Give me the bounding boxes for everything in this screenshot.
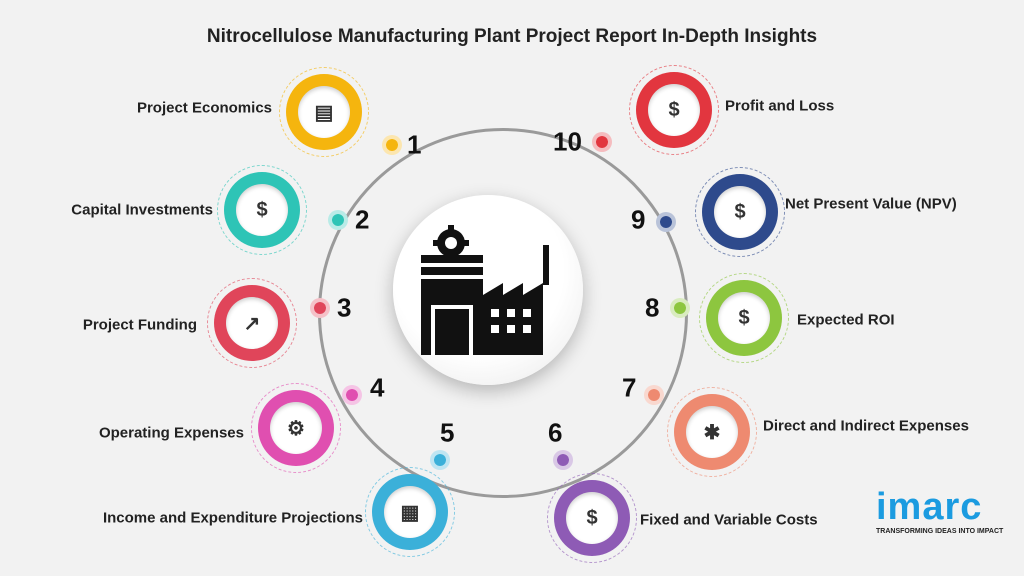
- dollar-arrows-icon: $: [648, 84, 700, 136]
- step-number: 6: [548, 417, 563, 448]
- report-chart-icon: ▤: [298, 86, 350, 138]
- step-number: 4: [370, 372, 385, 403]
- timeline-dot: [656, 212, 676, 232]
- receipt-dollar-badge: $: [547, 473, 637, 563]
- step-number: 7: [622, 372, 637, 403]
- step-label: Project Economics: [136, 99, 272, 117]
- step-label: Direct and Indirect Expenses: [763, 417, 969, 435]
- money-bag-clipboard-icon: $: [714, 186, 766, 238]
- timeline-dot: [310, 298, 330, 318]
- dollar-gear-icon: ⚙: [270, 402, 322, 454]
- step-label: Income and Expenditure Projections: [102, 509, 363, 527]
- center-circle: [393, 195, 583, 385]
- money-bag-clipboard-badge: $: [695, 167, 785, 257]
- step-label: Capital Investments: [71, 201, 213, 219]
- presentation-board-badge: ▦: [365, 467, 455, 557]
- report-chart-badge: ▤: [279, 67, 369, 157]
- timeline-dot: [342, 385, 362, 405]
- timeline-dot: [430, 450, 450, 470]
- dollar-cycle-icon: $: [718, 292, 770, 344]
- dollar-gear-badge: ⚙: [251, 383, 341, 473]
- timeline-dot: [328, 210, 348, 230]
- factory-gear-icon: [421, 225, 549, 355]
- dollar-network-badge: ✱: [667, 387, 757, 477]
- money-bag-hand-icon: $: [236, 184, 288, 236]
- step-number: 5: [440, 417, 455, 448]
- timeline-dot: [382, 135, 402, 155]
- timeline-dot: [644, 385, 664, 405]
- growth-chart-dollar-badge: ↗: [207, 278, 297, 368]
- receipt-dollar-icon: $: [566, 492, 618, 544]
- logo-brand: imarc: [876, 486, 983, 528]
- logo-tagline: TRANSFORMING IDEAS INTO IMPACT: [876, 528, 1004, 535]
- timeline-dot: [592, 132, 612, 152]
- dollar-network-icon: ✱: [686, 406, 738, 458]
- presentation-board-icon: ▦: [384, 486, 436, 538]
- step-label: Fixed and Variable Costs: [640, 511, 818, 529]
- growth-chart-dollar-icon: ↗: [226, 297, 278, 349]
- step-number: 2: [355, 204, 370, 235]
- money-bag-hand-badge: $: [217, 165, 307, 255]
- imarc-logo: imarc TRANSFORMING IDEAS INTO IMPACT: [876, 488, 1003, 535]
- step-number: 8: [645, 292, 660, 323]
- dollar-arrows-badge: $: [629, 65, 719, 155]
- dollar-cycle-badge: $: [699, 273, 789, 363]
- page-title: Nitrocellulose Manufacturing Plant Proje…: [206, 26, 818, 47]
- step-number: 10: [553, 126, 582, 157]
- timeline-dot: [670, 298, 690, 318]
- timeline-dot: [553, 450, 573, 470]
- step-label: Project Funding: [82, 316, 197, 334]
- step-label: Net Present Value (NPV): [785, 195, 957, 213]
- step-number: 9: [631, 204, 646, 235]
- step-label: Operating Expenses: [98, 424, 244, 442]
- step-number: 1: [407, 129, 422, 160]
- step-label: Profit and Loss: [725, 97, 835, 115]
- step-number: 3: [337, 292, 352, 323]
- step-label: Expected ROI: [797, 311, 895, 329]
